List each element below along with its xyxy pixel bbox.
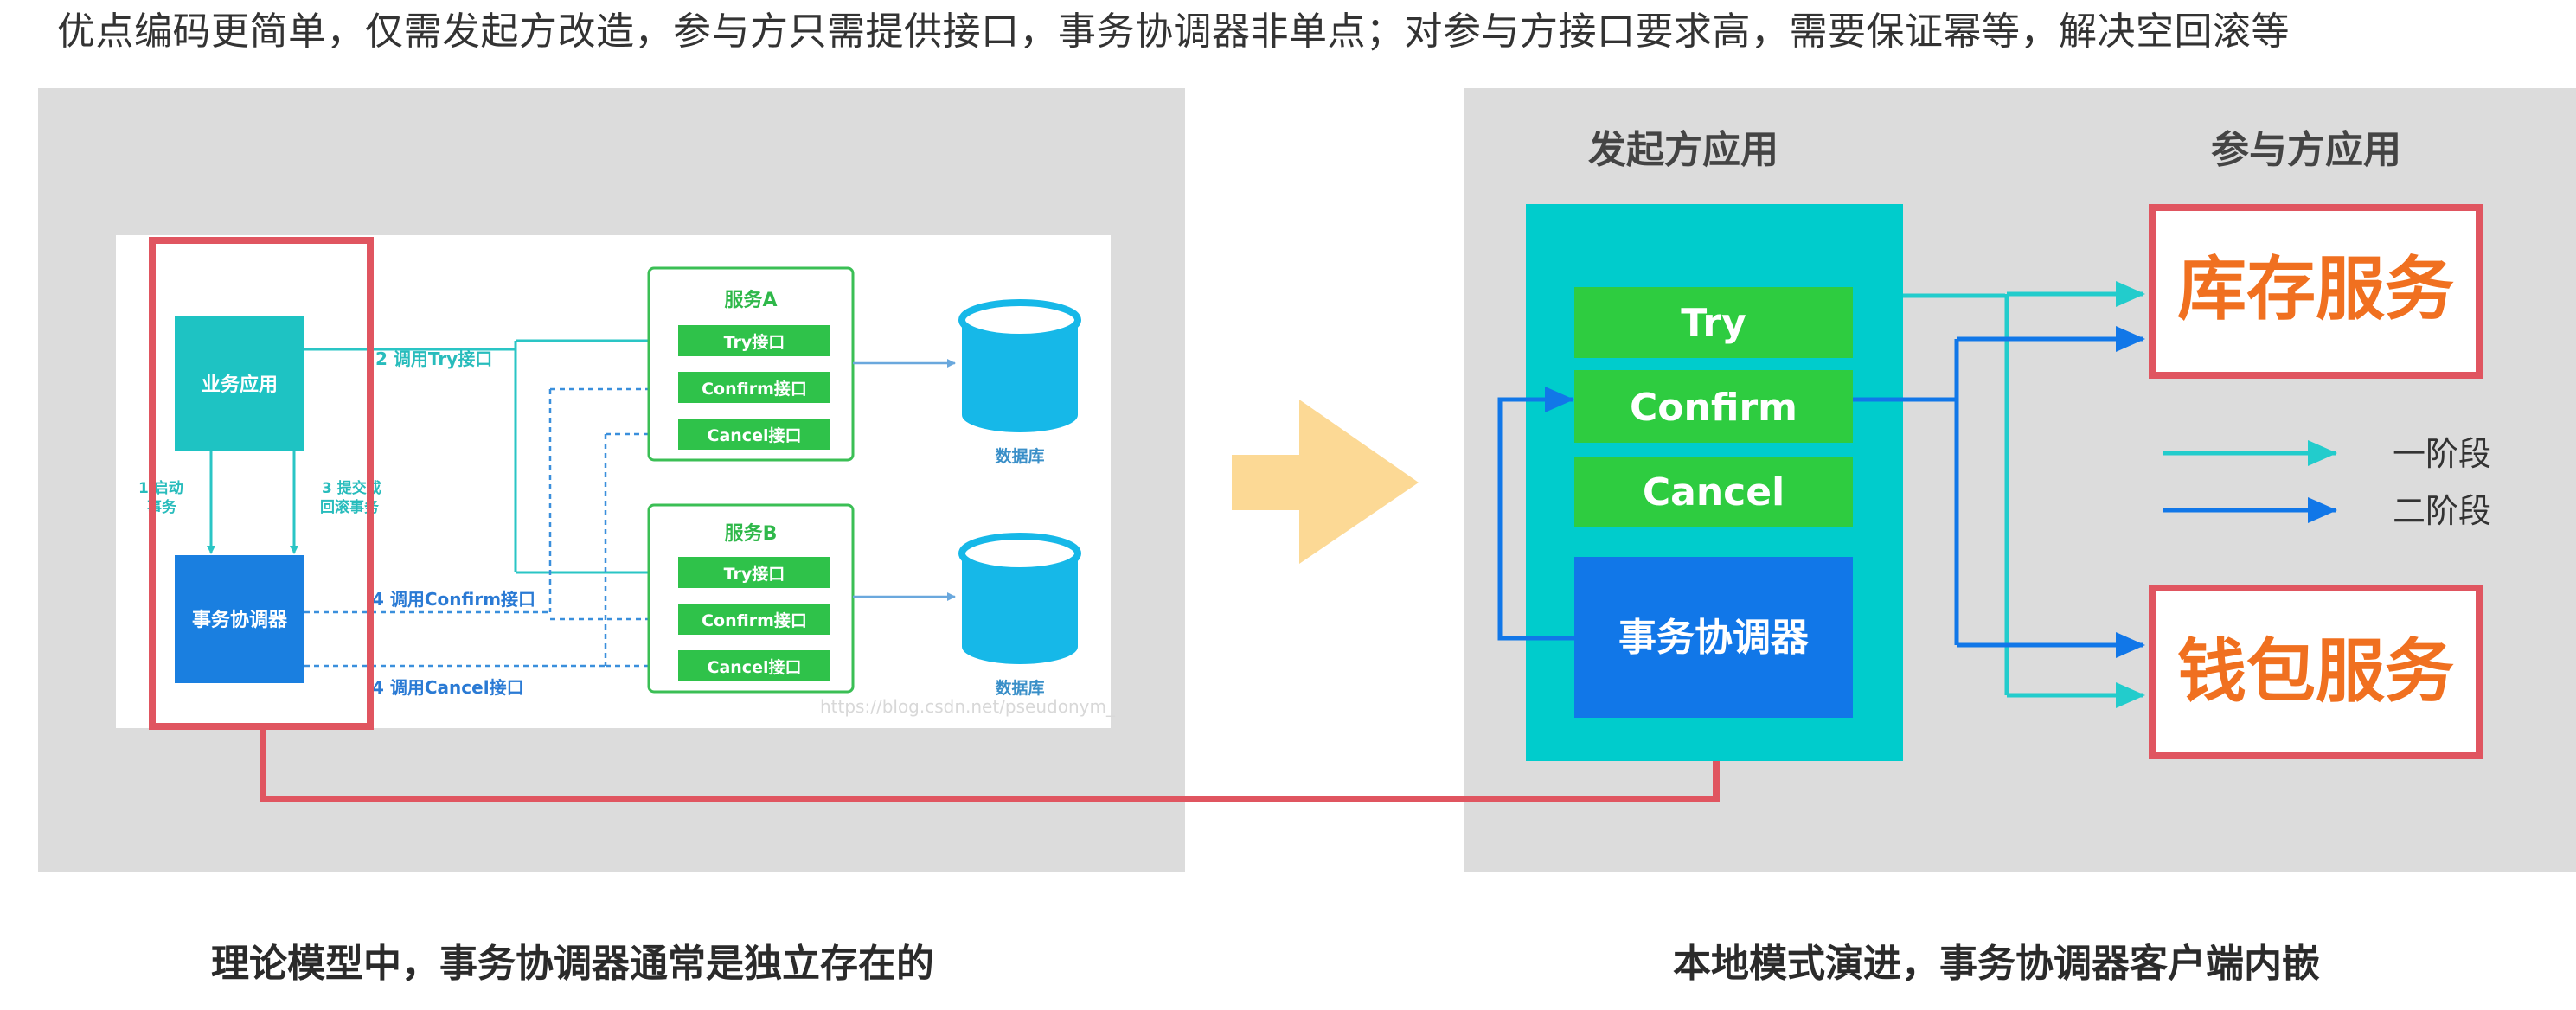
step3-label: 3 提交或 回滚事务 [320,479,387,516]
confirm-block-label: Confirm [1630,386,1797,430]
service-b-cancel-label: Cancel接口 [708,658,802,677]
service-b-box [647,503,855,694]
wallet-service-label: 钱包服务 [2177,631,2454,712]
try-block-label: Try [1681,301,1746,345]
inventory-service-label: 库存服务 [2177,249,2454,329]
service-a-try-label: Try接口 [724,333,785,352]
wallet-service-box [2149,585,2483,759]
coordinator-box-right [1574,557,1853,718]
step3-line1: 3 提交或 [322,479,381,497]
call-cancel-label: 4 调用Cancel接口 [372,677,524,698]
coordinator-trigger-arrow [1497,387,1574,641]
inventory-service-box [2149,204,2483,379]
database-b-icon [958,533,1081,664]
database-a-icon [958,299,1081,432]
biz-app-label: 业务应用 [202,374,278,396]
call-confirm-label: 4 调用Confirm接口 [372,589,535,610]
coordinator-box-left [175,555,304,683]
step1-label: 1 启动 事务 [138,479,189,516]
service-b-try-label: Try接口 [724,565,785,584]
legend-phase2-label: 二阶段 [2393,492,2491,530]
initiator-title: 发起方应用 [1588,128,1778,172]
service-b-label: 服务B [725,523,778,545]
right-caption: 本地模式演进，事务协调器客户端内嵌 [1673,942,2320,986]
evolution-connector [260,726,1720,802]
database-a-label: 数据库 [995,446,1044,466]
service-a-cancel [678,419,830,450]
service-b-confirm-label: Confirm接口 [702,611,807,630]
call-try-label: 2 调用Try接口 [375,348,492,369]
try-block [1574,287,1853,358]
service-a-label: 服务A [724,290,777,311]
biz-app-box [175,316,304,451]
service-a-confirm [678,372,830,403]
left-caption: 理论模型中，事务协调器通常是独立存在的 [211,942,934,986]
transition-arrow-icon [1232,400,1419,564]
coordinator-label-right: 事务协调器 [1618,616,1810,660]
cancel-block [1574,457,1853,527]
participant-title: 参与方应用 [2211,128,2401,172]
step3-line2: 回滚事务 [320,498,380,516]
service-a-try [678,325,830,356]
legend-phase1-label: 一阶段 [2393,435,2491,473]
watermark: https://blog.csdn.net/pseudonym_ [820,696,1116,717]
coordinator-label-left: 事务协调器 [192,609,288,631]
top-caption: 优点编码更简单，仅需发起方改造，参与方只需提供接口，事务协调器非单点；对参与方接… [57,10,2290,54]
service-b-confirm [678,604,830,635]
step1-line1: 1 启动 [138,479,183,497]
service-a-confirm-label: Confirm接口 [702,380,807,399]
cancel-block-label: Cancel [1643,470,1785,515]
service-a-cancel-label: Cancel接口 [708,426,802,445]
service-b-cancel [678,650,830,681]
service-b-try [678,557,830,588]
confirm-block [1574,370,1853,443]
database-b-label: 数据库 [995,678,1044,698]
